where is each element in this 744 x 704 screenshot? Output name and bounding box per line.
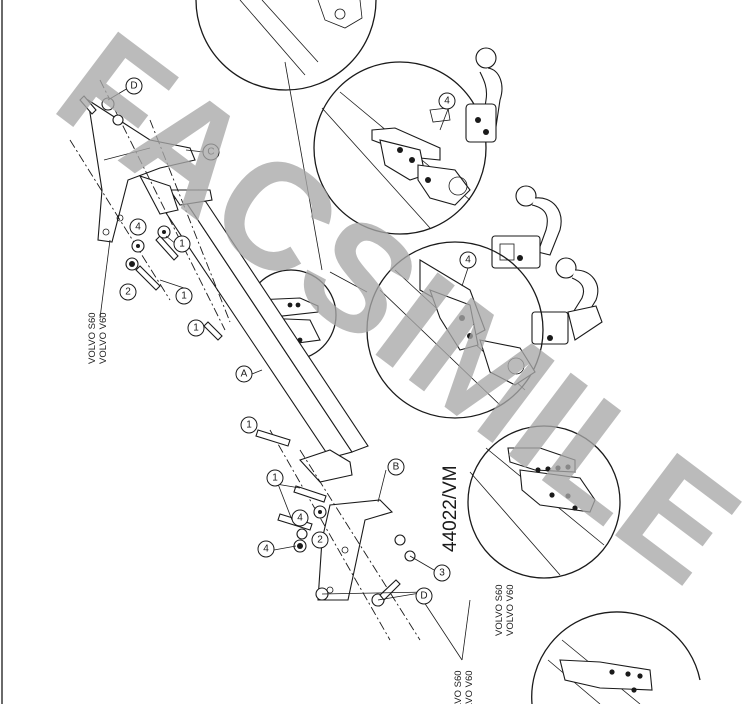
svg-text:A: A [241, 369, 248, 380]
callout-1-lower: 1 [240, 416, 258, 434]
callout-2-left: 2 [119, 283, 137, 301]
detail-circle-top [195, 0, 377, 91]
left-bracket [87, 98, 196, 243]
right-bracket [317, 499, 394, 601]
callout-4-detail-2: 4 [438, 92, 456, 110]
callout-B: B [387, 458, 405, 476]
callout-4-right-b: 4 [257, 540, 275, 558]
callout-1-right: 1 [266, 469, 284, 487]
main-crossbar [159, 189, 369, 483]
callout-1-mid: 1 [187, 319, 205, 337]
drawing-code: 44022/VM [440, 465, 461, 552]
svg-text:3: 3 [439, 568, 445, 579]
detail-circle-2 [313, 61, 487, 235]
leader-line [284, 61, 323, 271]
model-label-right-middle-2: VOLVO V60 [505, 584, 516, 636]
model-label-bottom-1: VOLVO S60 [453, 670, 464, 704]
model-label-left-1: VOLVO S60 [87, 312, 98, 364]
model-label-right-middle-1: VOLVO S60 [494, 584, 505, 636]
svg-text:1: 1 [179, 239, 185, 250]
svg-text:C: C [207, 147, 214, 158]
model-label-left-2: VOLVO V60 [98, 312, 109, 364]
callout-A: A [235, 365, 253, 383]
svg-text:B: B [393, 462, 400, 473]
callout-1-left-b: 1 [175, 287, 193, 305]
centre-line [149, 119, 231, 323]
svg-text:2: 2 [125, 287, 131, 298]
tow-ball-neck-1 [465, 47, 503, 143]
centre-line [269, 429, 391, 641]
callout-3: 3 [433, 564, 451, 582]
leader-line [329, 271, 368, 293]
tow-ball-neck-3 [531, 257, 603, 345]
facsimile-watermark: FACSIMILE [29, 0, 744, 615]
svg-text:D: D [130, 81, 137, 92]
svg-text:4: 4 [135, 222, 141, 233]
callout-4-right-a: 4 [291, 509, 309, 527]
model-label-bottom-2: VOLVO V60 [464, 670, 475, 704]
callout-D-bottom: D [415, 587, 433, 605]
svg-text:1: 1 [272, 473, 278, 484]
callout-4-left: 4 [129, 218, 147, 236]
tow-ball-neck-2 [491, 185, 562, 269]
detail-circle-3 [366, 241, 544, 419]
callout-4-detail-3: 4 [459, 251, 477, 269]
svg-text:2: 2 [317, 535, 323, 546]
callout-2-right: 2 [311, 531, 329, 549]
centre-line [299, 449, 421, 641]
svg-text:4: 4 [444, 96, 450, 107]
svg-text:4: 4 [297, 513, 303, 524]
svg-text:D: D [420, 591, 427, 602]
svg-text:1: 1 [246, 420, 252, 431]
svg-text:4: 4 [465, 255, 471, 266]
model-label-bottom: VOLVO S60 VOLVO V60 [453, 670, 475, 704]
washers [125, 225, 327, 553]
svg-text:1: 1 [193, 323, 199, 334]
detail-circle-5 [531, 611, 701, 704]
model-label-right-middle: VOLVO S60 VOLVO V60 [494, 584, 516, 636]
model-label-left: VOLVO S60 VOLVO V60 [87, 312, 109, 364]
svg-text:1: 1 [181, 291, 187, 302]
svg-text:4: 4 [263, 544, 269, 555]
centre-line [69, 139, 171, 301]
detail-circle-4 [467, 425, 621, 579]
callout-D-top: D [125, 77, 143, 95]
callout-1-left-a: 1 [173, 235, 191, 253]
callout-C: C [202, 143, 220, 161]
